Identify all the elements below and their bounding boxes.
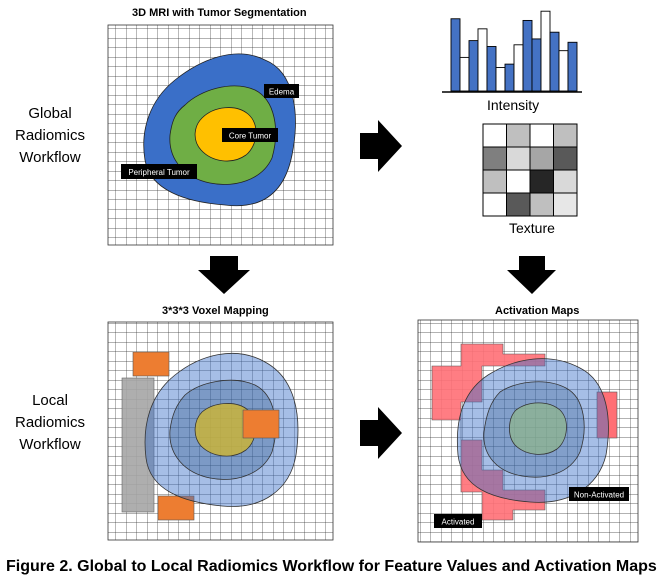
histogram-bar: [477, 28, 488, 92]
global-label-line-1: Global: [28, 105, 72, 122]
texture-cell: [529, 192, 554, 217]
activated-voxels: [431, 343, 546, 521]
activated-label: Activated: [442, 518, 475, 527]
arrow-right-bottom: [360, 407, 402, 459]
arrow-right-top: [360, 120, 402, 172]
diagram-svg: Edema Core Tumor Peripheral Tumor: [107, 10, 639, 543]
histogram-bar: [531, 38, 542, 92]
non-activated-label: Non-Activated: [574, 491, 624, 500]
local-label-line-1: Local: [32, 392, 68, 409]
histogram-bar: [486, 46, 497, 92]
local-workflow-label: Local Radiomics Workflow: [5, 390, 95, 456]
histogram-bar: [495, 67, 506, 92]
texture-cell: [482, 192, 507, 217]
local-label-line-3: Workflow: [19, 436, 81, 453]
histogram-bar: [513, 44, 524, 92]
arrow-down-right: [507, 256, 556, 294]
texture-cell: [506, 169, 531, 194]
global-label-line-2: Radiomics: [14, 127, 86, 144]
texture-cell: [529, 146, 554, 171]
activation-maps-title: Activation Maps: [495, 305, 580, 317]
edema-label: Edema: [269, 88, 295, 97]
texture-cell: [506, 146, 531, 171]
orange-voxel-top: [132, 351, 170, 377]
texture-cell: [553, 123, 578, 148]
intensity-histogram: [450, 10, 578, 92]
texture-cell: [553, 169, 578, 194]
texture-cell: [553, 192, 578, 217]
diagram-canvas: Edema Core Tumor Peripheral Tumor: [5, 7, 657, 575]
mri-panel: Edema Core Tumor Peripheral Tumor: [107, 24, 334, 246]
texture-cell: [529, 123, 554, 148]
texture-cell: [482, 123, 507, 148]
texture-cell: [529, 169, 554, 194]
texture-cell: [553, 146, 578, 171]
texture-cell: [506, 123, 531, 148]
voxel-mapping-title: 3*3*3 Voxel Mapping: [162, 305, 269, 317]
gray-voxel-column: [121, 377, 155, 513]
voxel-core-region: [194, 403, 256, 457]
texture-cell: [482, 146, 507, 171]
local-label-line-2: Radiomics: [14, 414, 86, 431]
texture-matrix: [482, 123, 578, 217]
histogram-bar: [459, 56, 470, 92]
intensity-label: Intensity: [487, 97, 540, 113]
activation-panel: Activated Non-Activated: [417, 319, 639, 543]
global-workflow-label: Global Radiomics Workflow: [5, 103, 95, 169]
histogram-bar: [558, 50, 569, 92]
activated-voxel-right: [596, 391, 618, 439]
texture-label: Texture: [509, 220, 555, 236]
texture-cell: [506, 192, 531, 217]
core-tumor-label: Core Tumor: [229, 132, 272, 141]
histogram-bar: [450, 18, 461, 92]
histogram-bar: [504, 63, 515, 92]
peripheral-tumor-label: Peripheral Tumor: [128, 168, 190, 177]
orange-voxel-right: [242, 409, 280, 439]
mri-title: 3D MRI with Tumor Segmentation: [132, 7, 307, 19]
histogram-bar: [540, 10, 551, 92]
global-label-line-3: Workflow: [19, 149, 81, 166]
histogram-bar: [549, 31, 560, 92]
figure-caption: Figure 2. Global to Local Radiomics Work…: [6, 558, 657, 575]
histogram-bar: [468, 40, 479, 92]
activation-core-region: [509, 402, 567, 455]
voxel-mapping-panel: [107, 321, 334, 541]
histogram-bar: [522, 19, 533, 92]
histogram-bar: [567, 41, 578, 92]
arrow-down-left: [198, 256, 250, 294]
texture-cell: [482, 169, 507, 194]
